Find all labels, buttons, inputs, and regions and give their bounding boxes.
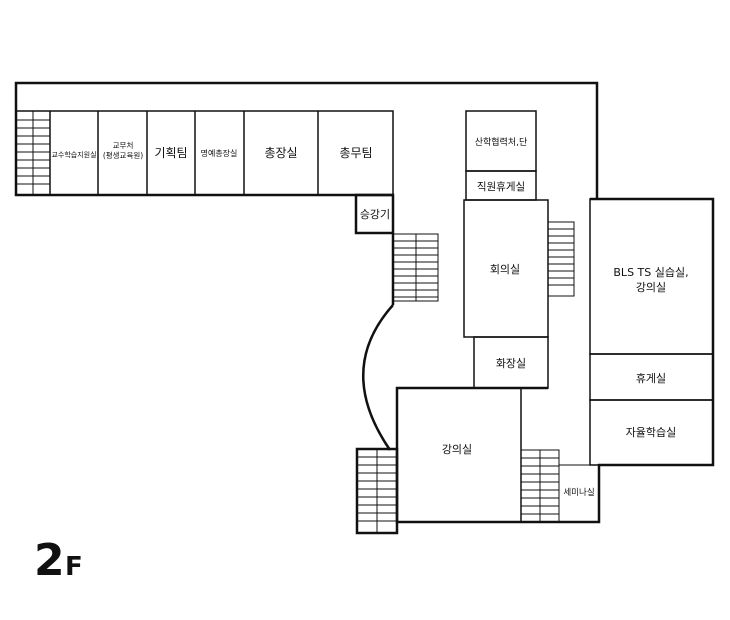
label-seminar-room: 세미나실	[563, 487, 594, 498]
curved-wall	[362, 304, 394, 451]
floor-suffix: F	[65, 552, 83, 582]
stairs-northwest	[15, 110, 51, 196]
stairs-southwest	[356, 448, 398, 534]
label-bls-ts-1: BLS TS 실습실,	[613, 266, 688, 279]
label-honorary-president: 명예총장실	[201, 148, 238, 158]
label-academic-affairs-1: 교무처	[113, 141, 134, 150]
floor-number: 2	[34, 535, 65, 586]
label-bls-ts-2: 강의실	[636, 281, 666, 294]
label-professor-learning-support: 교수학습지원실	[51, 150, 96, 159]
stairs-east	[547, 221, 575, 297]
label-academic-affairs-2: (평생교육원)	[103, 150, 143, 160]
seminar-room-box	[558, 464, 600, 523]
label-self-study: 자율학습실	[626, 426, 677, 439]
stairs-south	[520, 449, 560, 523]
east-tower-rooms	[589, 198, 714, 466]
label-industry-academia: 산학협력처,단	[475, 136, 528, 148]
label-staff-lounge: 직원휴게실	[477, 181, 525, 193]
elevator-box	[354, 193, 395, 235]
label-elevator: 승강기	[360, 208, 390, 221]
label-meeting-room: 회의실	[490, 263, 520, 276]
label-planning-team: 기획팀	[154, 146, 187, 160]
label-lecture-room: 강의실	[442, 443, 472, 456]
label-lounge: 휴게실	[636, 372, 666, 385]
label-general-affairs: 총무팀	[339, 146, 372, 160]
label-president: 총장실	[264, 146, 297, 160]
label-restroom: 화장실	[496, 357, 526, 370]
stairs-center	[392, 233, 439, 302]
